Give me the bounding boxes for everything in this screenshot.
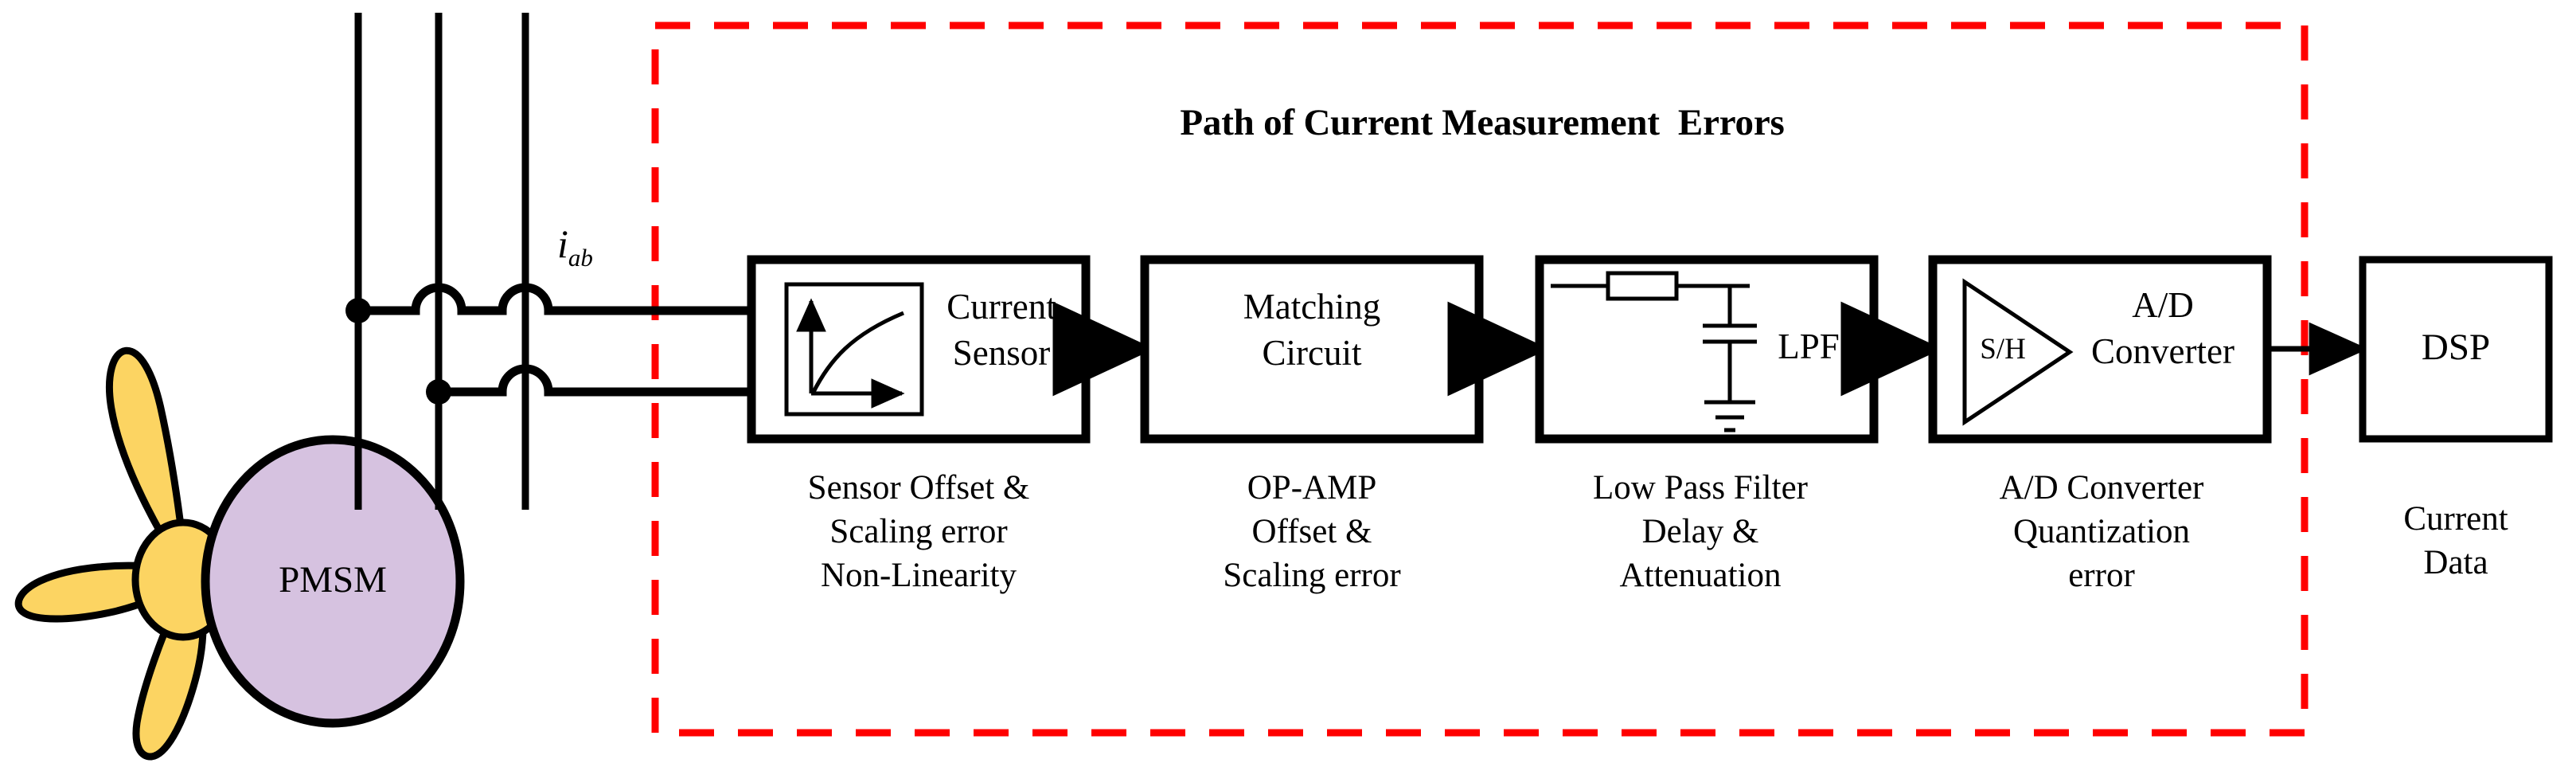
propeller-blade-upper (106, 346, 189, 564)
sense-wire-a (345, 283, 751, 323)
page-title: Path of Current Measurement Errors (1180, 102, 1785, 143)
block-dsp[interactable] (2359, 256, 2553, 443)
junction-dot-a (345, 298, 371, 323)
current-sensor-caption-line3: Non-Linearity (821, 557, 1017, 594)
ad-converter-label-line2: Converter (2091, 331, 2234, 371)
block-ad-converter[interactable] (1928, 255, 2272, 444)
matching-circuit-caption-line3: Scaling error (1223, 557, 1401, 594)
current-symbol-subscript: ab (568, 244, 593, 272)
ad-converter-caption-line3: error (2068, 557, 2135, 594)
error-path-boundary (651, 22, 2309, 737)
ad-converter-caption-line2: Quantization (2012, 513, 2191, 550)
low-pass-filter-caption-line1: Low Pass Filter (1593, 469, 1808, 507)
junction-dot-b (426, 379, 451, 405)
current-data-caption-line2: Data (2423, 544, 2488, 581)
low-pass-filter-caption-line2: Delay & (1641, 513, 1759, 550)
sample-hold-triangle-icon (1962, 278, 2074, 426)
rc-filter-circuit-icon (1551, 271, 1757, 432)
ad-converter-label-line1: A/D (2132, 285, 2194, 325)
current-signal-label: iab (557, 221, 593, 272)
current-data-caption-line1: Current (2403, 500, 2508, 538)
current-sensor-caption-line2: Scaling error (829, 513, 1008, 550)
current-sensor-caption-line1: Sensor Offset & (807, 469, 1030, 507)
matching-circuit-caption-line1: OP-AMP (1247, 469, 1377, 507)
current-symbol-base: i (557, 221, 568, 266)
matching-circuit-label-line2: Circuit (1262, 333, 1362, 373)
block-low-pass-filter[interactable] (1535, 255, 1879, 444)
low-pass-filter-caption-line3: Attenuation (1619, 557, 1782, 594)
current-sensor-label-line1: Current (946, 287, 1056, 327)
sample-hold-label: S/H (1980, 333, 2026, 366)
pmsm-machine (14, 346, 465, 761)
pmsm-body (201, 435, 465, 728)
current-sensor-label-line2: Sensor (952, 333, 1051, 373)
dsp-label: DSP (2421, 327, 2491, 368)
phase-lines (354, 13, 529, 510)
matching-circuit-caption-line2: Offset & (1251, 513, 1372, 550)
sense-wire-b (426, 364, 751, 405)
matching-circuit-label-line1: Matching (1243, 287, 1381, 327)
ad-converter-caption-line1: A/D Converter (1999, 469, 2204, 507)
low-pass-filter-label: LPF (1778, 327, 1840, 366)
pmsm-label: PMSM (279, 559, 387, 601)
